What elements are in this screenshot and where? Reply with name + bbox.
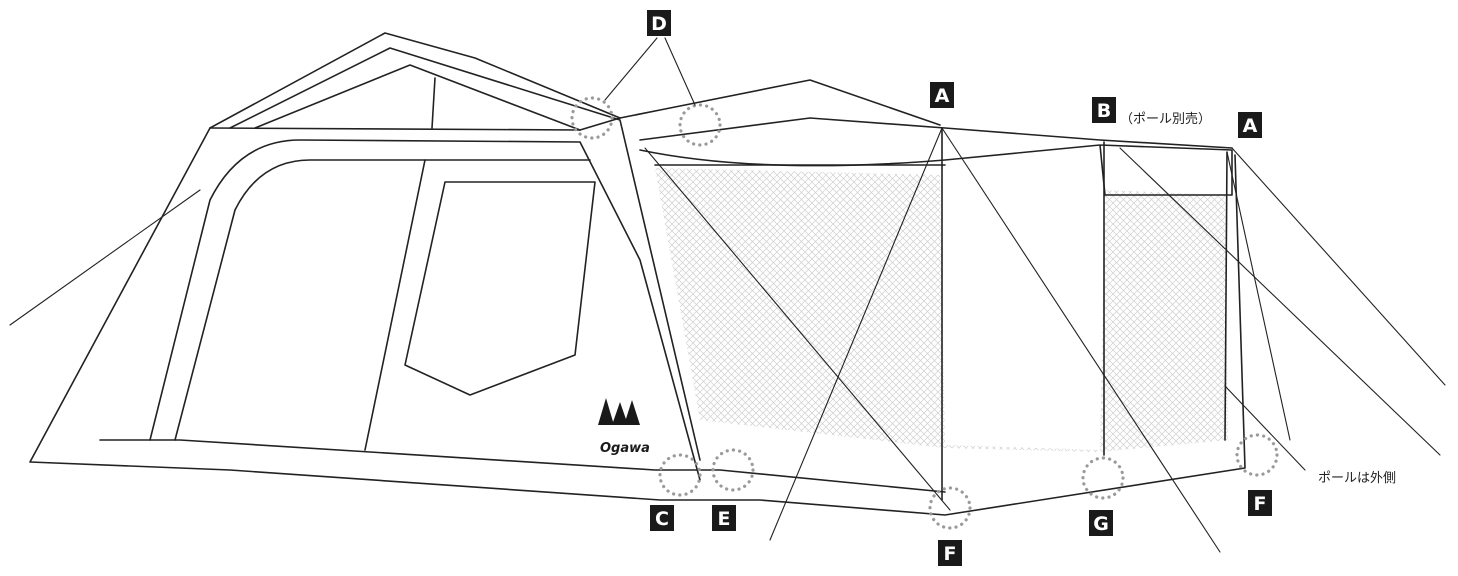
door-seam [364, 159, 426, 451]
label-F-right: F [1248, 490, 1272, 516]
pole-A-right [1224, 151, 1228, 441]
guy-line-right-1 [1231, 147, 1446, 386]
door-panel [404, 181, 596, 396]
guy-line-right-2 [1119, 147, 1441, 456]
callout-circle-F-right [1235, 433, 1279, 477]
front-arch-outer [149, 139, 701, 481]
callout-circle-D1 [570, 96, 614, 140]
guy-rope-3 [644, 147, 951, 511]
label-C: C [650, 505, 674, 531]
tent-top-edge [209, 117, 621, 131]
svg-text:F: F [1254, 493, 1267, 515]
logo-text: Ogawa [600, 441, 650, 456]
svg-text:D: D [651, 13, 667, 35]
label-A-right: A [1238, 112, 1262, 138]
label-A-left: A [930, 82, 954, 108]
roof-arch-left [229, 47, 701, 461]
tent-roof-outline [209, 32, 941, 129]
note-pole-outside: ポールは外側 [1318, 471, 1396, 486]
leader-D-right [664, 37, 696, 106]
label-D: D [647, 10, 671, 36]
label-F-mid: F [938, 540, 962, 566]
svg-text:G: G [1093, 513, 1109, 535]
guy-rope-4 [1226, 151, 1291, 441]
leader-D-left [604, 37, 658, 101]
guy-rope-2 [941, 127, 1221, 553]
awning-top [639, 117, 1233, 149]
roof-rib [431, 77, 436, 129]
svg-text:E: E [718, 508, 731, 530]
callout-circle-G [1081, 456, 1125, 500]
callout-circle-D2 [678, 103, 722, 147]
leader-pole-outside [1224, 385, 1306, 471]
svg-text:C: C [655, 508, 669, 530]
callout-circle-C [658, 453, 702, 497]
tent-floor-line [99, 439, 946, 493]
label-B: B [1092, 97, 1116, 123]
svg-text:A: A [935, 85, 950, 107]
callout-circle-E [711, 448, 755, 492]
roof-arch-inner [254, 64, 581, 131]
svg-text:B: B [1097, 100, 1111, 122]
front-arch-inner [174, 159, 591, 441]
tent-body-outline [29, 127, 1246, 516]
svg-text:A: A [1243, 115, 1258, 137]
label-E: E [712, 505, 736, 531]
note-pole-sold-separately: （ポール別売） [1120, 111, 1211, 127]
ogawa-logo: Ogawa [598, 398, 650, 456]
guy-rope-1 [769, 127, 943, 541]
callout-circle-F-mid [928, 486, 972, 530]
svg-text:F: F [944, 543, 957, 565]
label-G: G [1089, 510, 1113, 536]
guy-line-left [9, 189, 201, 326]
